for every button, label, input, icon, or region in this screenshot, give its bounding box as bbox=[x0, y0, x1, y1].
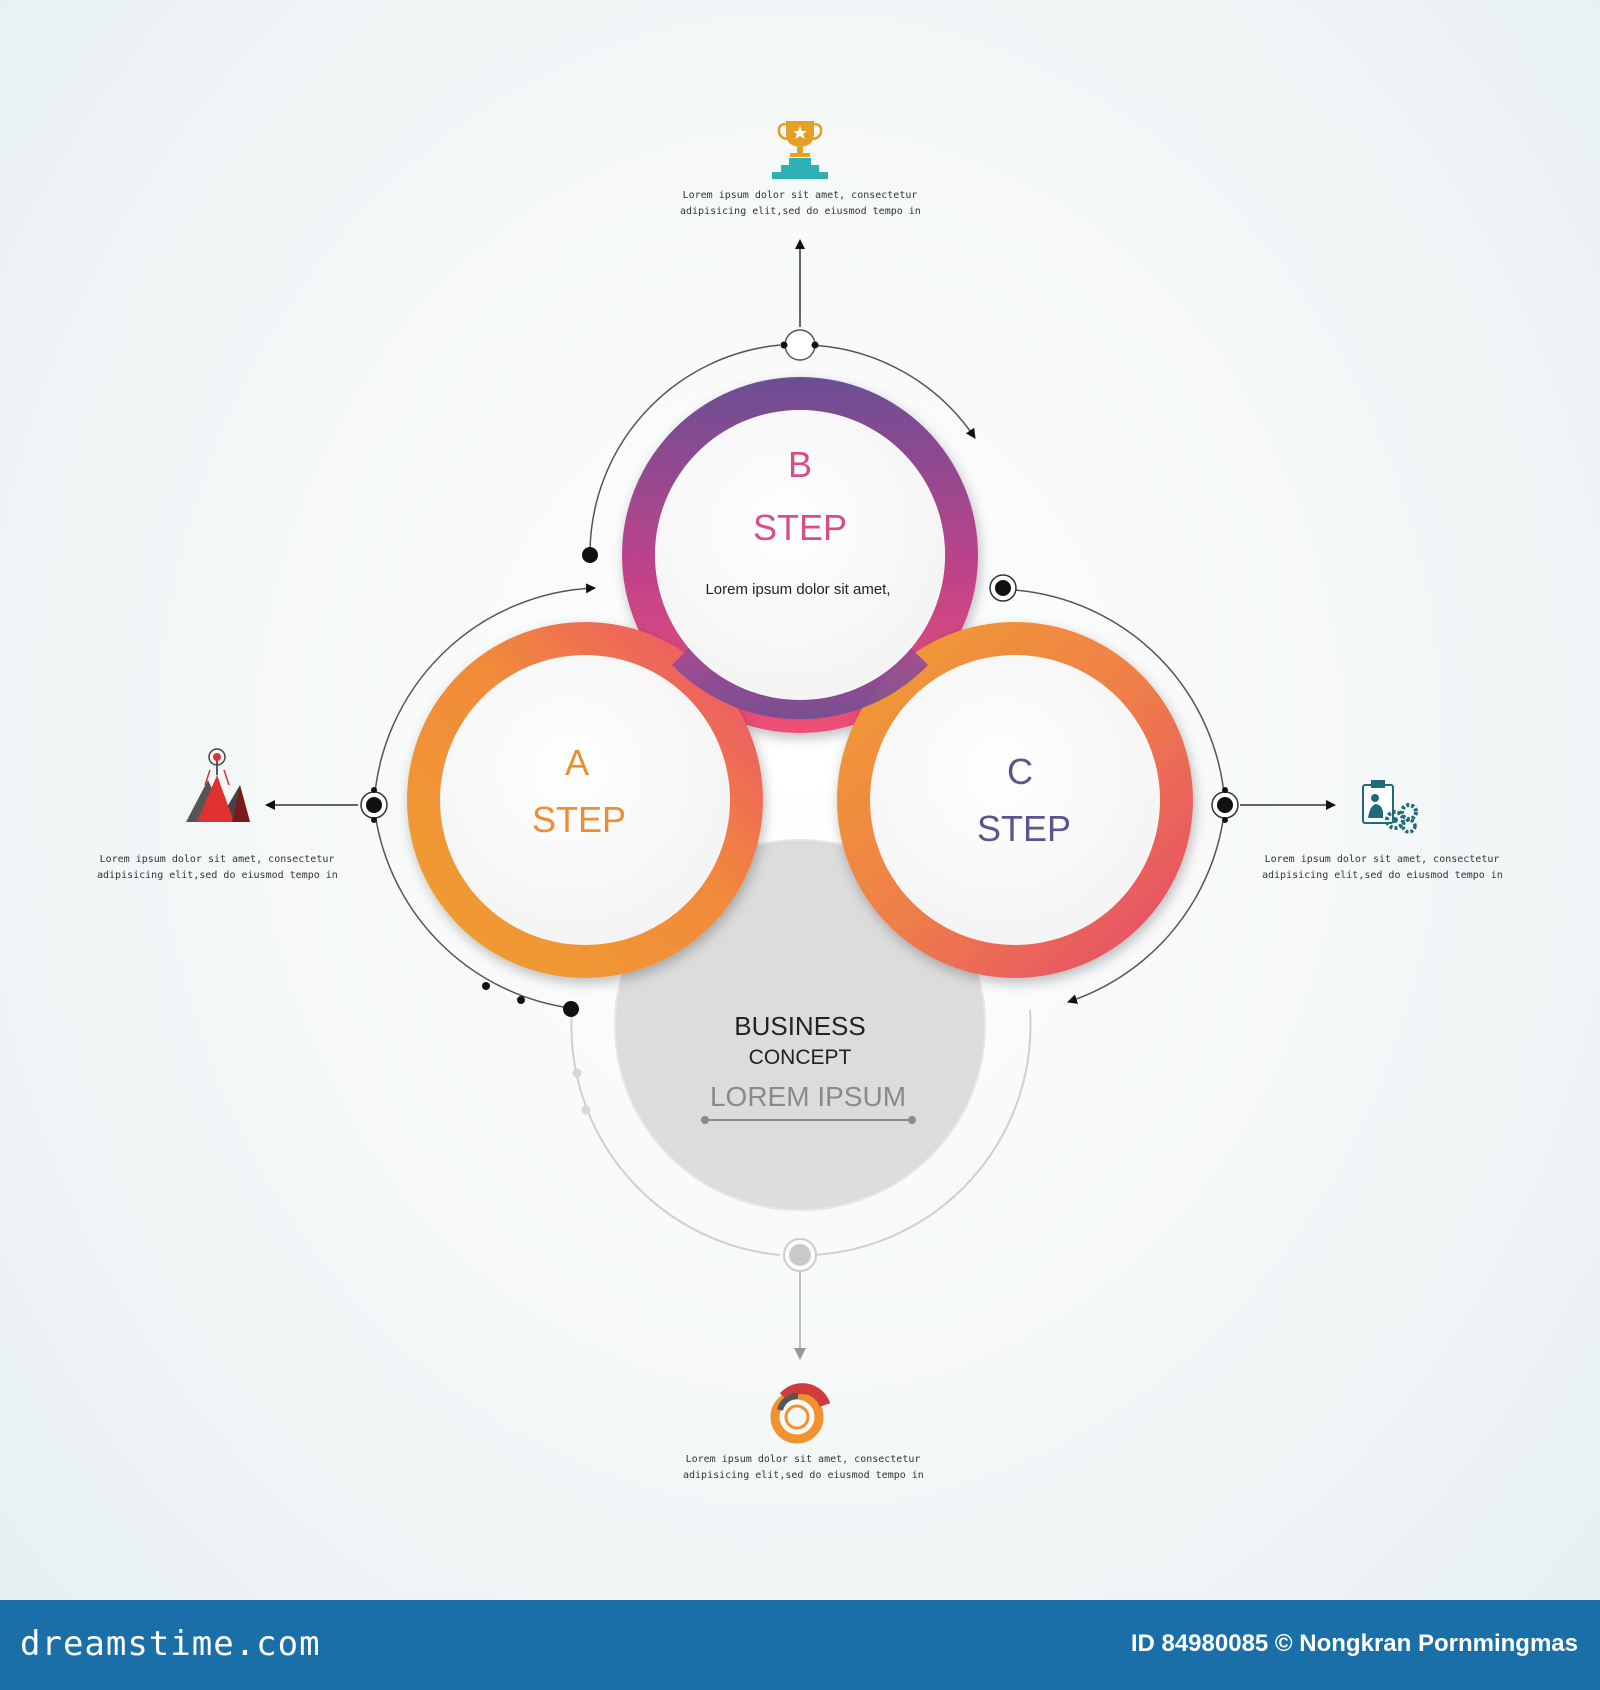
footer-credit: ID 84980085 © Nongkran Pornmingmas bbox=[1130, 1630, 1578, 1657]
step-b-word: STEP bbox=[753, 507, 847, 548]
footer-bar: dreamstime.com ID 84980085 © Nongkran Po… bbox=[0, 1600, 1600, 1690]
caption-top: Lorem ipsum dolor sit amet, consectetur … bbox=[680, 188, 921, 220]
caption-left-line1: Lorem ipsum dolor sit amet, consectetur bbox=[99, 854, 335, 865]
orbit-lines bbox=[373, 344, 1226, 1256]
caption-right-line2: adipisicing elit,sed do eiusmod tempo in bbox=[1262, 870, 1503, 881]
step-b-ring-overlap bbox=[672, 642, 928, 720]
caption-right: Lorem ipsum dolor sit amet, consectetur … bbox=[1262, 852, 1503, 884]
center-line2: CONCEPT bbox=[749, 1046, 852, 1069]
center-line1: BUSINESS bbox=[734, 1011, 866, 1041]
caption-bottom: Lorem ipsum dolor sit amet, consectetur … bbox=[683, 1452, 924, 1484]
infographic-diagram: BUSINESS CONCEPT LOREM IPSUM B STEP Lore… bbox=[186, 121, 1418, 1444]
step-c-word: STEP bbox=[977, 808, 1071, 849]
trophy-icon bbox=[772, 121, 828, 179]
step-a-circle bbox=[407, 622, 763, 978]
center-concept: BUSINESS CONCEPT LOREM IPSUM bbox=[614, 839, 986, 1211]
center-line3: LOREM IPSUM bbox=[710, 1081, 906, 1112]
step-a-word: STEP bbox=[532, 799, 626, 840]
step-a-letter: A bbox=[565, 742, 589, 783]
caption-left: Lorem ipsum dolor sit amet, consectetur … bbox=[97, 852, 338, 884]
caption-right-line1: Lorem ipsum dolor sit amet, consectetur bbox=[1264, 854, 1500, 865]
footer-brand[interactable]: dreamstime.com bbox=[20, 1624, 321, 1664]
caption-bottom-line2: adipisicing elit,sed do eiusmod tempo in bbox=[683, 1470, 924, 1481]
caption-top-line2: adipisicing elit,sed do eiusmod tempo in bbox=[680, 206, 921, 217]
step-b-text: Lorem ipsum dolor sit amet, bbox=[705, 581, 890, 598]
donut-chart-icon bbox=[770, 1383, 831, 1444]
node-dots bbox=[360, 329, 1239, 1272]
step-c-circle bbox=[837, 622, 1193, 978]
caption-left-line2: adipisicing elit,sed do eiusmod tempo in bbox=[97, 870, 338, 881]
mountain-flag-icon bbox=[186, 748, 250, 822]
caption-top-line1: Lorem ipsum dolor sit amet, consectetur bbox=[682, 190, 918, 201]
clipboard-gears-icon bbox=[1362, 780, 1418, 834]
step-b-letter: B bbox=[788, 444, 812, 485]
step-c-letter: C bbox=[1007, 751, 1033, 792]
caption-bottom-line1: Lorem ipsum dolor sit amet, consectetur bbox=[685, 1454, 921, 1465]
connector-lines bbox=[265, 239, 1336, 1360]
